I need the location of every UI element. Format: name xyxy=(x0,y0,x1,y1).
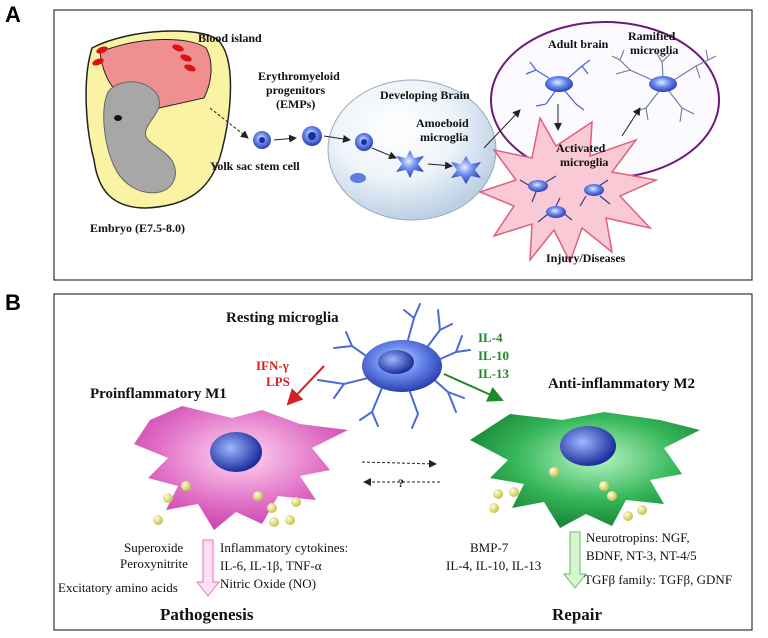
m2-secreted-granules xyxy=(489,467,647,521)
activated-label-line2: microglia xyxy=(560,155,608,169)
ramified-microglia-cell xyxy=(611,49,717,123)
m2-cell-nucleus xyxy=(560,426,616,466)
m1-output-arrow xyxy=(195,539,221,597)
pathogenesis-label: Pathogenesis xyxy=(160,605,254,624)
injury-label: Injury/Diseases xyxy=(546,251,626,265)
yolk-sac-label: Yolk sac stem cell xyxy=(210,159,300,173)
m2-stimulus-il4: IL-4 xyxy=(478,330,503,345)
m1-output-excitatory: Excitatory amino acids xyxy=(58,580,178,595)
arrow-to-m2 xyxy=(443,373,504,402)
m2-title: Anti-inflammatory M2 xyxy=(548,376,695,392)
m2-stimulus-il13: IL-13 xyxy=(478,366,510,381)
yolk-sac-nucleus xyxy=(259,137,265,143)
ramified-label-line1: Ramified xyxy=(628,29,676,43)
emp-nucleus xyxy=(308,132,316,140)
embryo-label: Embryo (E7.5-8.0) xyxy=(90,221,185,235)
brain-precursor-nucleus xyxy=(361,139,367,145)
amoeboid-label-line1: Amoeboid xyxy=(416,116,469,130)
m2-output-interleukins: IL-4, IL-10, IL-13 xyxy=(446,558,541,573)
resting-microglia-nucleus xyxy=(378,350,414,374)
m2-stimulus-il10: IL-10 xyxy=(478,348,509,363)
activated-cell-3 xyxy=(546,206,566,218)
amoeboid-label-line2: microglia xyxy=(420,130,468,144)
arrow-activated-to-ramified xyxy=(621,107,641,137)
m2-output-tgf: TGFβ family: TGFβ, GDNF xyxy=(584,572,732,587)
resting-microglia-processes xyxy=(317,303,471,429)
arrow-to-m1 xyxy=(286,365,325,406)
m1-output-cytokines-heading: Inflammatory cytokines: xyxy=(220,540,348,555)
adult-microglia-body xyxy=(545,76,573,92)
m1-secreted-granules xyxy=(153,481,301,527)
activated-label-line1: Activated xyxy=(556,141,606,155)
activated-cell-2 xyxy=(584,184,604,196)
m1-output-peroxynitrite: Peroxynitrite xyxy=(120,556,188,571)
arrow-amoeboid-to-adult xyxy=(483,109,521,149)
emp-label-line2: progenitors xyxy=(266,83,325,97)
panel-a-letter: A xyxy=(5,2,21,27)
amoeboid-cell-2 xyxy=(451,156,481,184)
blood-island-label: Blood island xyxy=(198,31,262,45)
arrow-amoeboid xyxy=(427,161,453,170)
m1-output-no: Nitric Oxide (NO) xyxy=(220,576,316,591)
m2-cell-body xyxy=(470,412,700,528)
injury-starburst xyxy=(477,115,659,264)
arrow-emp-to-brain xyxy=(323,134,351,143)
adult-brain-label: Adult brain xyxy=(548,37,609,51)
amoeboid-cell-1 xyxy=(396,150,424,178)
panel-a-frame xyxy=(53,9,753,281)
m1-stimulus-lps: LPS xyxy=(266,374,290,389)
m2-output-bmp7: BMP-7 xyxy=(470,540,509,555)
repair-label: Repair xyxy=(552,605,603,624)
activated-cell-1 xyxy=(528,180,548,192)
ramified-microglia-body xyxy=(649,76,677,92)
arrow-embryo-to-yolk xyxy=(209,107,249,139)
m2-output-bdnf: BDNF, NT-3, NT-4/5 xyxy=(586,548,697,563)
developing-brain-label: Developing Brain xyxy=(380,88,470,102)
m1-stimulus-ifn: IFN-γ xyxy=(256,358,289,373)
embryo-illustration xyxy=(85,30,232,209)
emp-label-line3: (EMPs) xyxy=(276,97,315,111)
m2-output-arrow xyxy=(562,531,588,589)
resting-microglia-label: Resting microglia xyxy=(226,310,339,326)
arrow-precursor-to-amoeboid xyxy=(371,147,397,159)
brain-small-cell xyxy=(350,173,366,183)
m1-output-superoxide: Superoxide xyxy=(124,540,183,555)
m2-output-neurotropins: Neurotropins: NGF, xyxy=(586,530,690,545)
m1-title: Proinflammatory M1 xyxy=(90,386,227,402)
m1-output-cytokines: IL-6, IL-1β, TNF-α xyxy=(220,558,322,573)
panel-b-frame xyxy=(53,293,753,631)
dashed-arrow-m1-to-m2 xyxy=(361,459,437,468)
panel-b-letter: B xyxy=(5,290,21,315)
ramified-label-line2: microglia xyxy=(630,43,678,57)
emp-label-line1: Erythromyeloid xyxy=(258,69,340,83)
m1-cell-nucleus xyxy=(210,432,262,472)
question-mark: ? xyxy=(398,476,404,490)
activated-microglia-group xyxy=(519,175,611,223)
arrow-yolk-to-emp xyxy=(273,134,297,143)
